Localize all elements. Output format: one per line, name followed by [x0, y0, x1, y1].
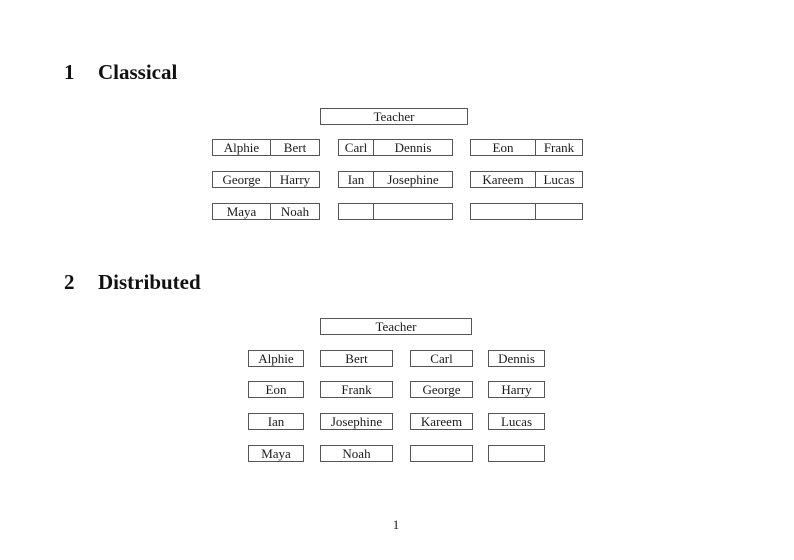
seat-cell: Bert: [283, 140, 307, 155]
section-heading-distributed: 2 Distributed: [64, 272, 201, 293]
seat-cell-empty: [374, 204, 452, 219]
desk-pair: Ian Josephine: [338, 171, 453, 188]
desk-box: Dennis: [488, 350, 545, 367]
seat-cell: Dennis: [394, 140, 432, 155]
desk-box: George: [410, 381, 473, 398]
seat-cell: Eon: [471, 140, 536, 155]
seat-cell: Josephine: [387, 172, 439, 187]
desk-pair-empty: [470, 203, 583, 220]
seat-cell: Kareem: [471, 172, 536, 187]
desk-box-empty: [410, 445, 473, 462]
desk-box: Lucas: [488, 413, 545, 430]
seat-cell: Maya: [213, 204, 271, 219]
desk-pair: Maya Noah: [212, 203, 320, 220]
desk-pair: Eon Frank: [470, 139, 583, 156]
desk-box: Kareem: [410, 413, 473, 430]
seat-cell: Ian: [339, 172, 374, 187]
seat-cell: Harry: [279, 172, 311, 187]
desk-pair: Carl Dennis: [338, 139, 453, 156]
seat-cell: Noah: [280, 204, 310, 219]
desk-pair: George Harry: [212, 171, 320, 188]
seat-cell-empty: [536, 204, 582, 219]
desk-pair: Kareem Lucas: [470, 171, 583, 188]
desk-box: Alphie: [248, 350, 304, 367]
seat-cell: Carl: [339, 140, 374, 155]
section-title: Distributed: [98, 270, 201, 294]
page-number: 1: [392, 517, 400, 532]
desk-pair: Alphie Bert: [212, 139, 320, 156]
seat-cell: Lucas: [543, 172, 575, 187]
seat-cell: Alphie: [213, 140, 271, 155]
section-number: 1: [64, 60, 75, 84]
teacher-box: Teacher: [320, 318, 472, 335]
seat-cell: George: [213, 172, 271, 187]
desk-box: Eon: [248, 381, 304, 398]
desk-box: Josephine: [320, 413, 393, 430]
teacher-box: Teacher: [320, 108, 468, 125]
seat-cell-empty: [471, 204, 536, 219]
section-title: Classical: [98, 60, 178, 84]
desk-box: Ian: [248, 413, 304, 430]
desk-box: Maya: [248, 445, 304, 462]
desk-box: Carl: [410, 350, 473, 367]
desk-box: Frank: [320, 381, 393, 398]
seat-cell-empty: [339, 204, 374, 219]
seat-cell: Frank: [543, 140, 575, 155]
desk-pair-empty: [338, 203, 453, 220]
section-number: 2: [64, 270, 75, 294]
desk-box: Noah: [320, 445, 393, 462]
section-heading-classical: 1 Classical: [64, 62, 177, 83]
desk-box: Harry: [488, 381, 545, 398]
desk-box-empty: [488, 445, 545, 462]
desk-box: Bert: [320, 350, 393, 367]
